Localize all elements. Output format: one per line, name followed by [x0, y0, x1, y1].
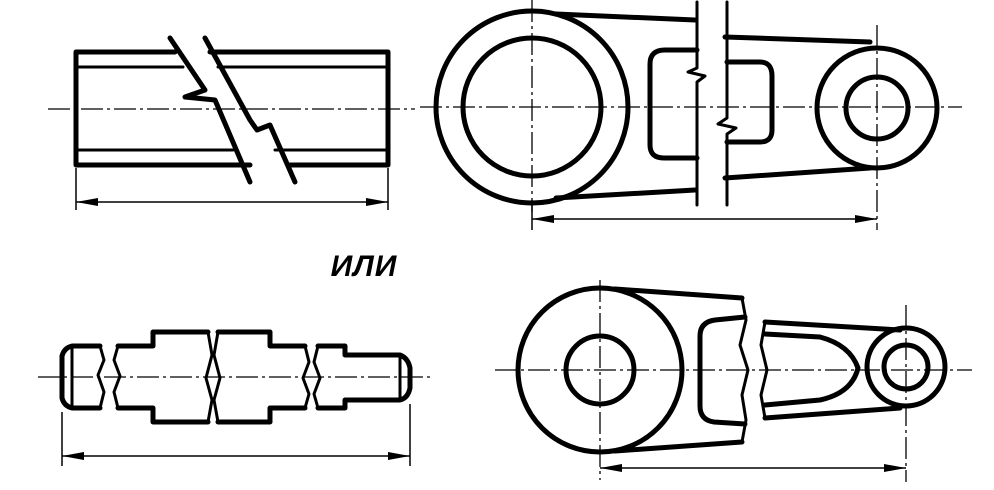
shaft-dimension-arrow-left [62, 452, 84, 460]
tube-dimension-arrow-right [366, 198, 388, 206]
lever-top-arm-lower-left [553, 187, 698, 201]
tube-with-break-view [48, 35, 415, 210]
lever-bottom-arm-lower-right [762, 405, 903, 421]
lever-top-pocket-right [724, 59, 775, 145]
shaft-break-5 [301, 344, 311, 410]
lever-bottom-view [495, 280, 972, 482]
lever-top-view [420, 0, 962, 230]
shaft-seg2-bottom [115, 405, 211, 425]
shaft-break-1 [96, 344, 106, 410]
or-caption: ИЛИ [330, 250, 398, 283]
lever-top-arm-lower-right [722, 165, 873, 181]
tube-bore-right [216, 65, 390, 152]
shaft-break-2 [112, 344, 122, 410]
shaft-seg2-top [115, 329, 211, 349]
lever-top-break-left [686, 0, 707, 207]
tube-dimension-arrow-left [76, 198, 98, 206]
lever-top-pocket-left [647, 47, 700, 161]
shaft-dimension-arrow-right [388, 452, 410, 460]
lever-bottom-dimension-arrow-left [600, 464, 622, 472]
break-line-right [202, 35, 298, 185]
lever-bottom-dimension-arrow-right [884, 464, 906, 472]
break-line-left [167, 35, 253, 185]
lever-top-arm-upper-right [722, 34, 873, 45]
lever-bottom-arm-upper-right [762, 319, 903, 333]
stepped-shaft-view [38, 329, 430, 466]
lever-bottom-pocket-left [697, 314, 748, 427]
lever-top-break-right [716, 0, 738, 207]
lever-bottom-arm-upper-left [612, 286, 745, 301]
shaft-seg3-bottom [215, 405, 308, 425]
lever-top-arm-upper-left [553, 11, 698, 23]
lever-top-dimension-arrow-left [532, 215, 554, 223]
lever-top-dimension-arrow-right [855, 215, 877, 223]
shaft-break-6 [312, 344, 322, 410]
shaft-seg3-top [215, 329, 308, 349]
tube-bore-left [74, 65, 235, 152]
lever-bottom-arm-lower-left [612, 439, 745, 454]
shaft-break-3 [204, 330, 214, 424]
shaft-break-4 [212, 330, 222, 424]
lever-bottom-pocket-right [762, 331, 861, 408]
shaft-left-end [59, 343, 103, 411]
